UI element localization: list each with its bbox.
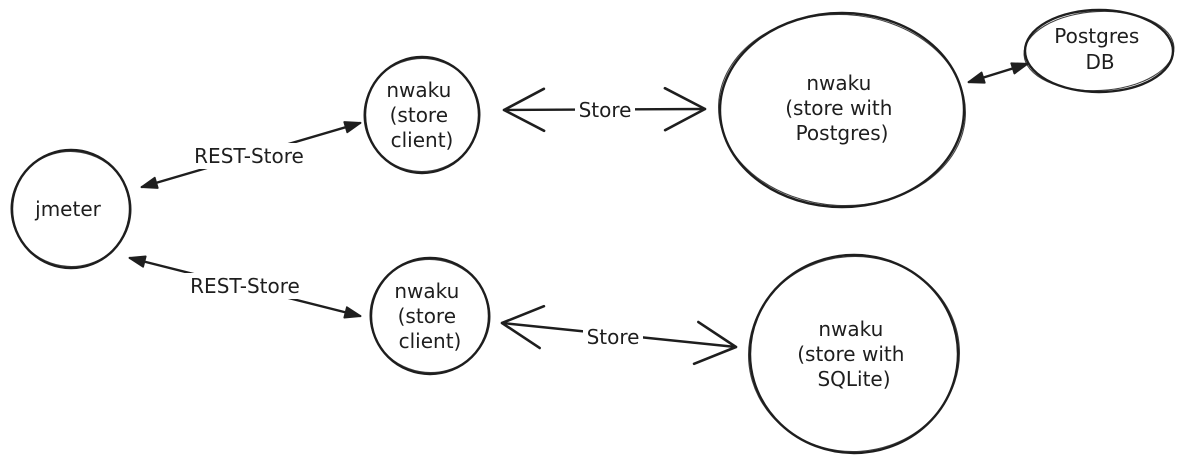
edge-rest-store-bottom-label-bg xyxy=(180,273,310,299)
node-postgres-db: Postgres DB xyxy=(1023,8,1175,94)
edge-postgres-db-link xyxy=(967,62,1029,84)
edge-store-bottom-label: Store xyxy=(587,325,640,349)
node-store-client-bottom: nwaku (store client) xyxy=(369,256,491,376)
edge-rest-store-top-label-bg xyxy=(184,143,314,169)
edge-rest-store-top: REST-Store xyxy=(140,121,362,189)
edge-store-top-label-bg xyxy=(575,97,635,123)
node-postgres-db-circle-sketch xyxy=(1023,10,1175,92)
node-store-postgres-circle-sketch xyxy=(718,13,966,207)
node-store-sqlite-circle-sketch xyxy=(747,255,961,453)
node-store-sqlite: nwaku (store with SQLite) xyxy=(747,253,961,455)
node-store-postgres-circle xyxy=(718,11,966,209)
node-store-sqlite-circle xyxy=(748,253,960,455)
node-store-postgres-label: nwaku (store with Postgres) xyxy=(785,71,899,145)
node-postgres-db-circle xyxy=(1023,8,1175,94)
edge-store-bottom: Store xyxy=(500,304,738,366)
edge-rest-store-bottom: REST-Store xyxy=(128,255,362,319)
node-jmeter-circle-sketch xyxy=(10,150,132,268)
edge-rest-store-top-label: REST-Store xyxy=(194,144,304,168)
node-store-client-bottom-circle-sketch xyxy=(369,258,491,374)
node-jmeter: jmeter xyxy=(10,148,132,270)
node-jmeter-label: jmeter xyxy=(34,197,101,221)
node-store-client-bottom-label: nwaku (store client) xyxy=(394,279,465,353)
edge-rest-store-bottom-label: REST-Store xyxy=(190,274,300,298)
node-jmeter-circle xyxy=(10,148,132,270)
edge-postgres-db-link-line xyxy=(967,62,1029,84)
node-store-client-top-circle-sketch xyxy=(363,57,481,173)
node-store-sqlite-label: nwaku (store with SQLite) xyxy=(797,317,911,391)
node-postgres-db-label: Postgres DB xyxy=(1054,24,1145,74)
node-store-postgres: nwaku (store with Postgres) xyxy=(718,11,966,209)
node-store-client-top-circle xyxy=(363,55,481,175)
edge-store-top: Store xyxy=(502,86,707,133)
node-store-client-top-label: nwaku (store client) xyxy=(386,78,457,152)
edge-store-bottom-label-bg xyxy=(583,324,643,350)
node-store-client-top: nwaku (store client) xyxy=(363,55,481,175)
node-store-client-bottom-circle xyxy=(369,256,491,376)
edge-store-top-label: Store xyxy=(579,98,632,122)
